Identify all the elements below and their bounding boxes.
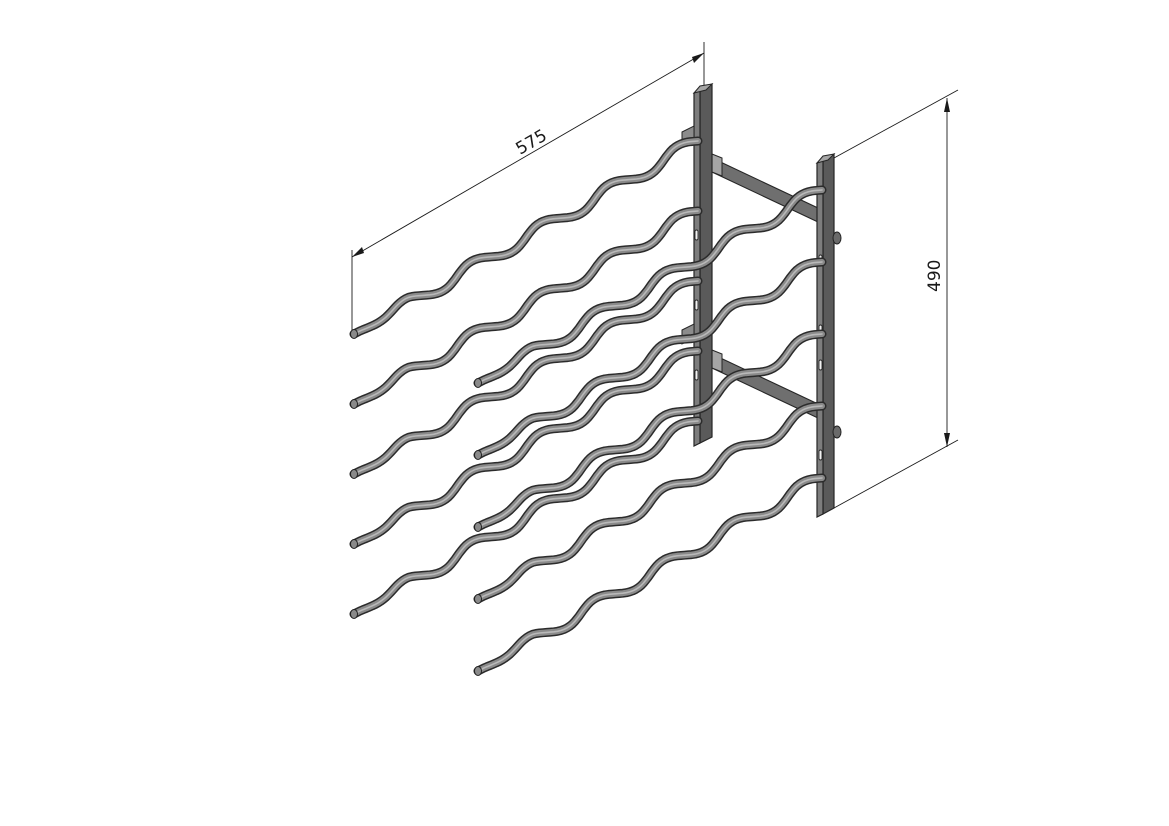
slot <box>818 359 823 371</box>
height-extension-line-bottom <box>833 439 959 509</box>
rear-rod-4 <box>473 401 827 604</box>
length-dimension-line <box>351 52 705 258</box>
rear-rod-5 <box>473 473 827 676</box>
height-arrow-bottom <box>944 433 950 447</box>
slot <box>694 299 699 311</box>
rod-end-cap <box>350 329 358 339</box>
height-dimension-label: 490 <box>925 260 945 292</box>
rod-end-cap <box>350 609 358 619</box>
rod-end-cap <box>474 594 482 604</box>
rod-end-cap <box>350 399 358 409</box>
front-rod-2 <box>349 206 703 409</box>
rod-end-cap <box>474 522 482 532</box>
length-arrow-right <box>692 53 704 63</box>
rod-stroke <box>477 189 823 384</box>
rear-rod-1 <box>473 185 827 388</box>
rod-end-cap <box>474 378 482 388</box>
rod-stroke <box>477 261 823 456</box>
rod-stroke <box>477 477 823 672</box>
height-extension-line-top <box>833 89 959 159</box>
front-post-top <box>692 83 714 94</box>
wall-anchor-knob-upper <box>832 231 842 245</box>
rod-stroke <box>353 210 699 405</box>
rod-stroke <box>353 420 699 615</box>
slot <box>818 449 823 461</box>
lower-brace-bracket <box>711 349 723 373</box>
length-arrow-left <box>352 247 364 257</box>
rod-stroke <box>353 140 699 335</box>
front-rod-4 <box>349 346 703 549</box>
rod-end-cap <box>350 539 358 549</box>
rear-post-top <box>815 153 836 164</box>
rear-rod-3 <box>473 329 827 532</box>
rod-stroke <box>477 333 823 528</box>
rod-stroke <box>477 405 823 600</box>
height-arrow-top <box>944 98 950 112</box>
rear-rod-2 <box>473 257 827 460</box>
bottle-rods <box>349 136 827 676</box>
rod-end-cap <box>350 469 358 479</box>
rod-stroke <box>353 350 699 545</box>
frame <box>681 83 842 518</box>
slot <box>694 369 699 381</box>
front-post-slots <box>694 229 699 381</box>
front-rod-1 <box>349 136 703 339</box>
wall-anchor-knob-lower <box>832 425 842 439</box>
rod-stroke <box>353 280 699 475</box>
front-rod-5 <box>349 416 703 619</box>
rod-end-cap <box>474 450 482 460</box>
front-rod-3 <box>349 276 703 479</box>
upper-brace-bracket <box>711 153 723 177</box>
rod-end-cap <box>474 666 482 676</box>
height-dimension: 490 <box>833 89 959 509</box>
length-dimension-label: 575 <box>513 126 551 160</box>
slot <box>694 229 699 241</box>
